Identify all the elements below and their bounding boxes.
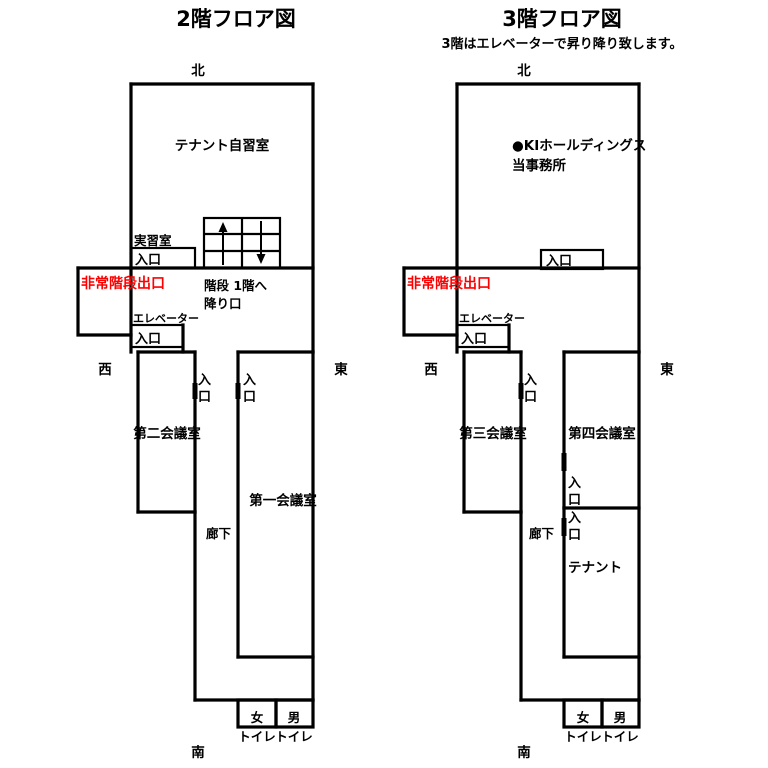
floor3-office-entrance-box — [539, 248, 605, 271]
floor2-toilet-men-box — [274, 698, 315, 729]
floor3-elevator-entrance-label: 入口 — [461, 332, 487, 347]
floor2-toilets — [236, 698, 315, 729]
floor2-practice-room-label: 実習室 — [134, 233, 172, 248]
floor3-tenant-entrance-bottom: 口 — [568, 528, 581, 543]
floor3-meeting-room-4-entrance-bottom: 口 — [568, 493, 581, 508]
floor2-compass-east: 東 — [334, 361, 348, 378]
floor2-compass-north: 北 — [191, 63, 205, 79]
floor3-meeting-room-4-entrance-top: 入 — [568, 476, 581, 491]
floor3-toilet-men-label: トイレ — [601, 729, 639, 744]
floor3-meeting-room-3-entrance-bottom: 口 — [524, 390, 537, 405]
floor3-toilets — [562, 698, 641, 729]
floor2-meeting-room-1-entrance-bottom: 口 — [243, 390, 256, 405]
floor3-subtitle: 3階はエレベーターで昇り降り致します。 — [442, 36, 683, 52]
floor3-office-label-line2: 当事務所 — [512, 157, 566, 174]
floor2-toilet-women-label: トイレ — [238, 729, 276, 744]
floor2-toilet-men-label: トイレ — [275, 729, 313, 744]
floor3-compass-south: 南 — [517, 744, 531, 761]
floor3-plan: 3階フロア図 3階はエレベーターで昇り降り致します。 北 南 東 西 非常階段出… — [402, 7, 683, 761]
floor2-meeting-room-2-entrance-top: 入 — [198, 373, 211, 388]
floor3-emergency-exit-label: 非常階段出口 — [407, 275, 491, 292]
floor2-toilet-men-sign: 男 — [288, 710, 301, 725]
floor2-meeting-room-2-entrance-bottom: 口 — [198, 390, 211, 405]
floor2-corridor-label: 廊下 — [206, 526, 232, 541]
floor2-meeting-room-2-label: 第二会議室 — [133, 425, 201, 442]
floor2-plan: 2階フロア図 北 南 東 西 非常階段 — [76, 7, 348, 761]
floor3-toilet-men-box — [600, 698, 641, 729]
floor2-stairs-label-line2: 降り口 — [204, 296, 242, 311]
floor3-elevator-entrance-box — [455, 323, 511, 354]
floor2-practice-room-entrance-label: 入口 — [135, 253, 161, 268]
floor2-elevator-entrance-label: 入口 — [135, 332, 161, 347]
floor2-stairs-label-line1: 階段 1階へ — [204, 278, 268, 293]
floor2-meeting-room-1-label: 第一会議室 — [249, 492, 317, 509]
floor3-compass-north: 北 — [517, 63, 531, 79]
floor2-compass-west: 西 — [98, 362, 112, 378]
floor2-toilet-women-sign: 女 — [251, 710, 264, 725]
floor2-title: 2階フロア図 — [176, 7, 296, 31]
floor2-compass-south: 南 — [191, 744, 205, 761]
floor3-toilet-women-label: トイレ — [564, 729, 602, 744]
floor3-tenant-entrance-top: 入 — [568, 511, 581, 526]
floor2-meeting-room-1-entrance-top: 入 — [243, 373, 256, 388]
floor2-practice-room-entrance-box — [129, 246, 197, 270]
floor2-meeting-room-1-walls — [236, 350, 315, 702]
floor2-meeting-room-2-walls — [136, 350, 197, 514]
floor2-elevator-label: エレベーター — [133, 312, 199, 325]
floor3-corridor-label: 廊下 — [529, 526, 555, 541]
floor3-meeting-room-3-label: 第三会議室 — [459, 425, 527, 442]
floor2-staircase-grid — [202, 216, 282, 270]
floor3-meeting-room-3-entrance-top: 入 — [524, 373, 537, 388]
floor3-compass-west: 西 — [424, 362, 438, 378]
floor3-title: 3階フロア図 — [502, 7, 622, 31]
floor2-elevator-entrance-box — [129, 323, 185, 354]
floor2-emergency-exit-label: 非常階段出口 — [81, 275, 165, 292]
floor3-meeting-room-3-walls — [462, 350, 523, 514]
floor3-office-label-line1: ●KIホールディングス — [512, 137, 646, 154]
floor3-compass-east: 東 — [660, 361, 674, 378]
floor3-office-entrance-label: 入口 — [546, 254, 572, 269]
floor3-toilet-men-sign: 男 — [614, 710, 627, 725]
floor2-tenant-study-label: テナント自習室 — [175, 137, 270, 154]
floor3-elevator-label: エレベーター — [459, 312, 525, 325]
floor3-meeting-room-4-walls — [562, 350, 641, 702]
floor3-tenant-label: テナント — [568, 560, 622, 576]
floor3-toilet-women-sign: 女 — [577, 710, 590, 725]
floor3-meeting-room-4-label: 第四会議室 — [568, 425, 636, 442]
